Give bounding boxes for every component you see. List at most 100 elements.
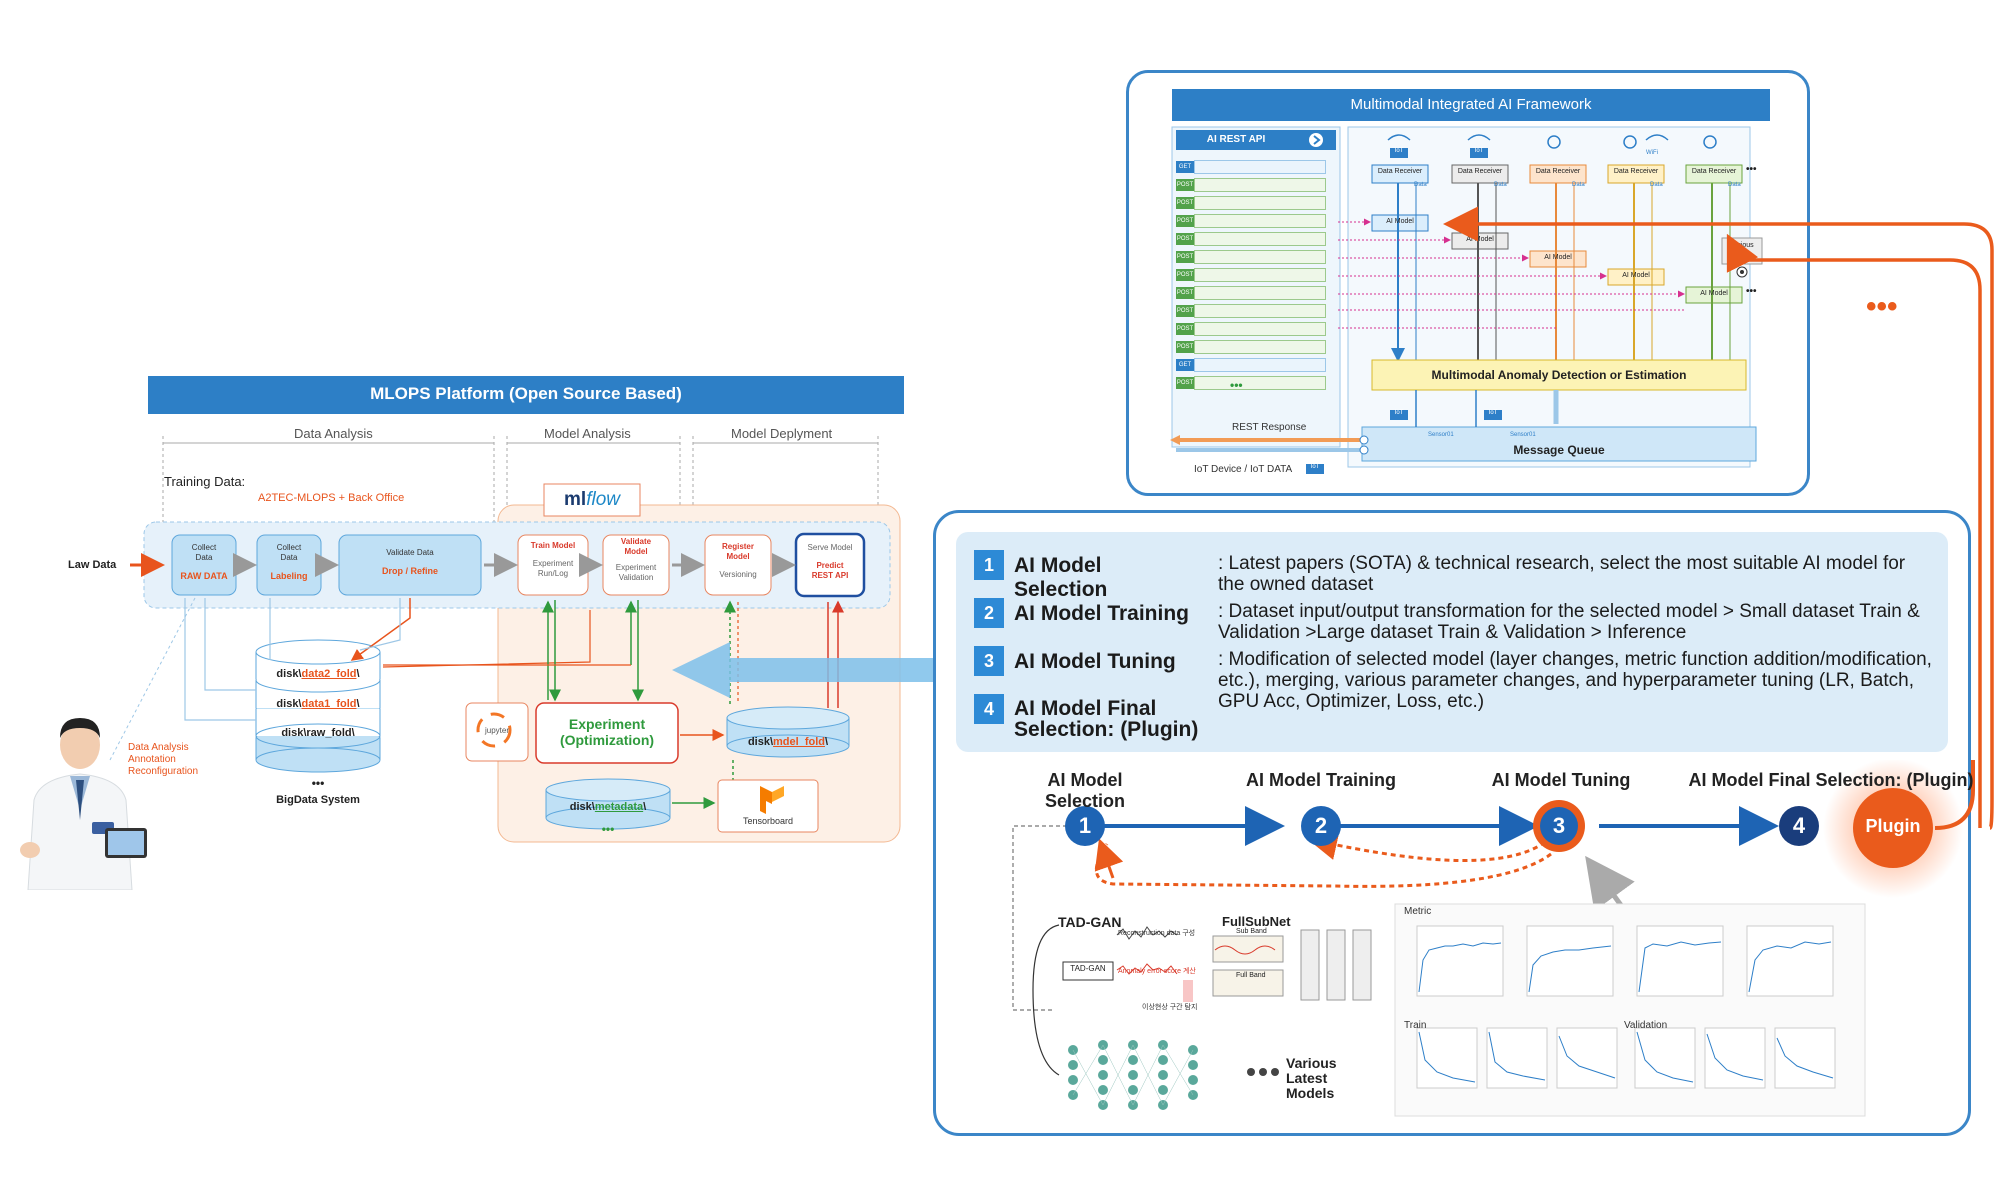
mlflow-label-box bbox=[543, 483, 641, 517]
recon-label: Reconstruction data 구성 bbox=[1118, 930, 1196, 937]
metadata-disk-name: metadata bbox=[594, 801, 644, 813]
model-disk-suffix: \ bbox=[824, 736, 829, 748]
side-note-3: Reconfiguration bbox=[128, 766, 199, 777]
iot-label-4: IoT bbox=[1488, 410, 1498, 416]
vmodel-sub1: Experiment bbox=[615, 563, 657, 572]
disk-stack-dots: ••• bbox=[311, 776, 325, 790]
api-row[interactable]: POST bbox=[1176, 214, 1326, 228]
register-top2: Model bbox=[726, 552, 750, 561]
model-disk bbox=[726, 706, 850, 758]
iot-label-5: IoT bbox=[1310, 464, 1320, 470]
data-label-4: Data bbox=[1650, 182, 1663, 188]
api-row[interactable]: POST bbox=[1176, 322, 1326, 336]
data-label-3: Data bbox=[1572, 182, 1585, 188]
receiver-2: Data Receiver bbox=[1457, 168, 1503, 175]
receiver-more-dots: ••• bbox=[1746, 164, 1757, 175]
api-row-bar bbox=[1194, 196, 1326, 210]
serve-box bbox=[794, 532, 866, 598]
mlflow-suffix: flow bbox=[586, 489, 620, 510]
api-method: POST bbox=[1176, 251, 1194, 263]
plugin-return-arrows bbox=[1443, 206, 1994, 830]
api-row[interactable]: POST bbox=[1176, 178, 1326, 192]
disk-data2-label: disk\data2_fold\ bbox=[256, 668, 380, 680]
tensorboard-label: Tensorboard bbox=[742, 816, 794, 826]
vmodel-top2: Model bbox=[624, 547, 648, 556]
api-row-bar bbox=[1194, 322, 1326, 336]
ai-model-5: AI Model bbox=[1700, 290, 1728, 297]
section-model-deployment: Model Deplyment bbox=[727, 426, 837, 441]
collect-bottom: RAW DATA bbox=[180, 571, 228, 581]
receiver-3: Data Receiver bbox=[1535, 168, 1581, 175]
step-4-title: AI Model Final Selection: (Plugin) bbox=[1014, 697, 1199, 741]
iot-device-label: IoT Device / IoT DATA bbox=[1194, 464, 1293, 475]
train-label: Train bbox=[1404, 1020, 1427, 1031]
anomaly-section-label: 이상현상 구간 탐지 bbox=[1142, 1004, 1198, 1011]
step-2-desc: : Dataset input/output transformation fo… bbox=[1218, 601, 1920, 643]
disk-data1-label: disk\data1_fold\ bbox=[256, 698, 380, 710]
ai-model-4: AI Model bbox=[1622, 272, 1650, 279]
serve-top: Serve Model bbox=[807, 543, 853, 552]
step-3-num: 3 bbox=[974, 646, 1004, 676]
model-disk-prefix: disk\ bbox=[747, 736, 774, 748]
collect-box-text: Collect Data RAW DATA bbox=[172, 543, 236, 581]
validate-box bbox=[338, 534, 482, 596]
iot-label-2: IoT bbox=[1474, 148, 1484, 154]
sensor-label-2: Sensor01 bbox=[1510, 432, 1536, 438]
wifi-label: WiFi bbox=[1646, 150, 1658, 156]
api-row[interactable]: POST bbox=[1176, 232, 1326, 246]
api-row-bar bbox=[1194, 376, 1326, 390]
api-row-bar bbox=[1194, 178, 1326, 192]
label-bottom: Labeling bbox=[270, 571, 308, 581]
experiment-text: Experiment (Optimization) bbox=[536, 716, 678, 748]
data-label-1: Data bbox=[1414, 182, 1427, 188]
train-sub2: Run/Log bbox=[537, 569, 569, 578]
api-row[interactable]: POST bbox=[1176, 196, 1326, 210]
iot-label-3: IoT bbox=[1394, 410, 1404, 416]
label-box-text: Collect Data Labeling bbox=[257, 543, 321, 581]
register-sub: Versioning bbox=[719, 570, 757, 579]
api-row[interactable]: POST bbox=[1176, 304, 1326, 318]
training-data-sub: A2TEC-MLOPS + Back Office bbox=[258, 492, 405, 504]
api-row[interactable]: POST bbox=[1176, 376, 1326, 390]
tensorboard-box bbox=[717, 779, 819, 833]
metadata-disk-suffix: \ bbox=[643, 801, 647, 813]
step-4-num: 4 bbox=[974, 694, 1004, 724]
flow-num-3: 3 bbox=[1552, 813, 1566, 838]
plugin-button[interactable]: Plugin bbox=[1865, 816, 1921, 836]
flow-num-1: 1 bbox=[1078, 813, 1092, 838]
api-row[interactable]: GET bbox=[1176, 160, 1326, 174]
api-row[interactable]: GET bbox=[1176, 358, 1326, 372]
api-row[interactable]: POST bbox=[1176, 340, 1326, 354]
mlops-title: MLOPS Platform (Open Source Based) bbox=[370, 384, 682, 403]
disk-stack bbox=[255, 639, 381, 773]
anomaly-score-label: Anomaly error score 계산 bbox=[1118, 968, 1196, 975]
step-1-title: AI Model Selection bbox=[1014, 554, 1108, 601]
disk-data1-name: data1_fold bbox=[301, 698, 357, 710]
flow-label-1: AI Model Selection bbox=[1044, 770, 1126, 811]
api-row[interactable]: POST bbox=[1176, 286, 1326, 300]
disk-data2-name: data2_fold bbox=[301, 668, 357, 680]
api-row-bar bbox=[1194, 250, 1326, 264]
various-line1: Various bbox=[1286, 1055, 1337, 1071]
vmodel-box-text: Validate Model Experiment Validation bbox=[603, 537, 669, 583]
step-1-desc: : Latest papers (SOTA) & technical resea… bbox=[1218, 553, 1906, 595]
api-row[interactable]: POST bbox=[1176, 268, 1326, 282]
mlops-title-bar bbox=[148, 376, 904, 414]
api-method: POST bbox=[1176, 197, 1194, 209]
steps-box bbox=[956, 532, 1948, 752]
api-method: POST bbox=[1176, 341, 1194, 353]
ai-model-more-dots: ••• bbox=[1746, 286, 1757, 297]
various-line2: Latest bbox=[1286, 1070, 1328, 1086]
collect-top: Collect Data bbox=[191, 543, 217, 562]
serve-b1: Predict bbox=[816, 561, 844, 570]
iot-label-1: IoT bbox=[1394, 148, 1404, 154]
api-row[interactable]: POST bbox=[1176, 250, 1326, 264]
vmodel-sub2: Validation bbox=[618, 573, 654, 582]
register-box bbox=[704, 534, 772, 596]
step-2-num: 2 bbox=[974, 598, 1004, 628]
ai-model-2: AI Model bbox=[1466, 236, 1494, 243]
vmodel-box bbox=[602, 534, 670, 596]
side-note-2: Annotation bbox=[128, 754, 176, 765]
ai-model-1: AI Model bbox=[1386, 218, 1414, 225]
message-queue-label: Message Queue bbox=[1513, 443, 1605, 457]
